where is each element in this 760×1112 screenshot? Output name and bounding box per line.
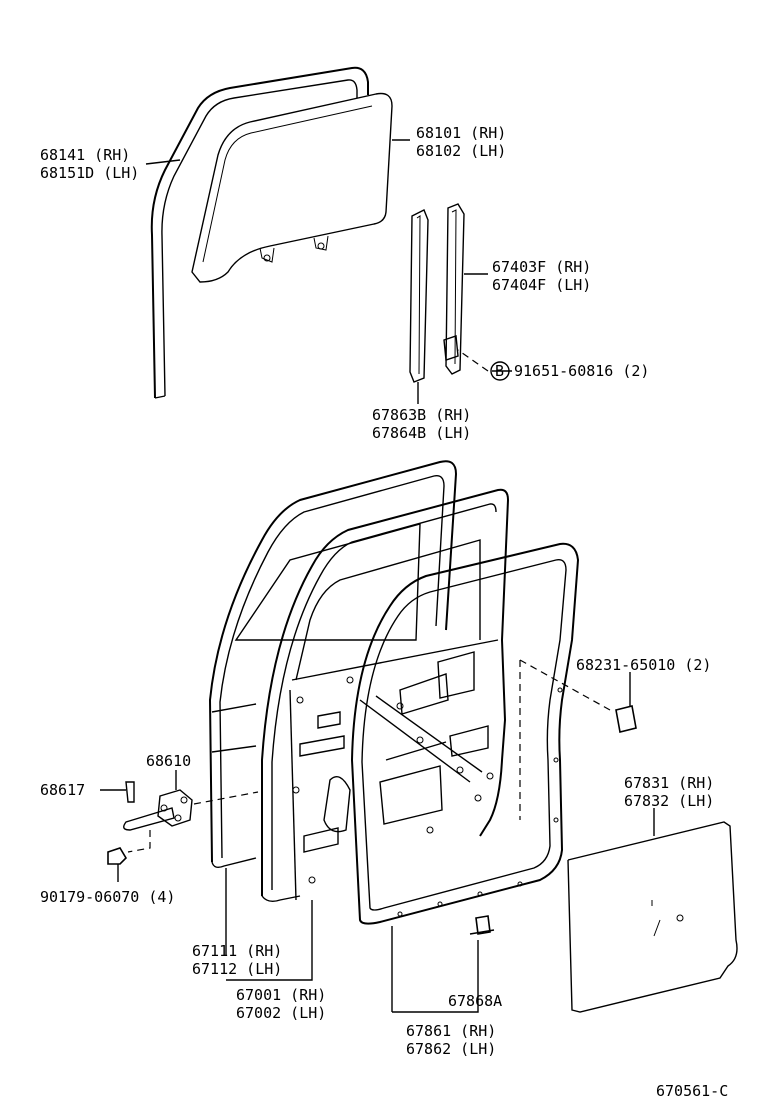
label-67864b: 67864B (LH) — [372, 424, 471, 442]
rear-run-strip — [409, 209, 429, 383]
label-68610: 68610 — [146, 752, 191, 770]
label-67862: 67862 (LH) — [406, 1040, 496, 1058]
service-hole-cover — [567, 821, 738, 1013]
label-68231: 68231-65010 (2) — [576, 656, 711, 674]
window-run-channel — [150, 66, 369, 399]
leader-lines — [100, 139, 655, 1013]
part-labels: 68141 (RH) 68151D (LH) 68101 (RH) 68102 … — [40, 124, 728, 1100]
label-67831: 67831 (RH) — [624, 774, 714, 792]
label-67112: 67112 (LH) — [192, 960, 282, 978]
clip-part — [615, 705, 637, 733]
fastener-67868a — [469, 915, 495, 935]
label-67002: 67002 (LH) — [236, 1004, 326, 1022]
label-67404f: 67404F (LH) — [492, 276, 591, 294]
label-68102: 68102 (LH) — [416, 142, 506, 160]
label-91651: 91651-60816 (2) — [514, 362, 649, 380]
label-67861: 67861 (RH) — [406, 1022, 496, 1040]
door-opening-weatherstrip — [350, 542, 580, 925]
label-67111: 67111 (RH) — [192, 942, 282, 960]
label-67832: 67832 (LH) — [624, 792, 714, 810]
bolt-90179 — [107, 847, 128, 865]
label-67863b: 67863B (RH) — [372, 406, 471, 424]
bolt-marker-circle — [490, 361, 510, 381]
label-67001: 67001 (RH) — [236, 986, 326, 1004]
door-outer-weatherstrip — [208, 460, 458, 869]
door-glass — [191, 92, 393, 283]
door-check-assembly — [123, 789, 259, 853]
label-68617: 68617 — [40, 781, 85, 799]
diagram-code: 670561-C — [656, 1082, 728, 1100]
label-67403f: 67403F (RH) — [492, 258, 591, 276]
check-pin — [125, 781, 135, 803]
division-bar-channel — [443, 203, 465, 375]
clip-guide-line — [519, 659, 611, 820]
label-68141: 68141 (RH) — [40, 146, 130, 164]
door-panel — [261, 488, 510, 903]
label-90179: 90179-06070 (4) — [40, 888, 175, 906]
label-67868a: 67868A — [448, 992, 502, 1010]
label-68151d: 68151D (LH) — [40, 164, 139, 182]
label-bolt-marker: B — [495, 362, 504, 380]
label-68101: 68101 (RH) — [416, 124, 506, 142]
